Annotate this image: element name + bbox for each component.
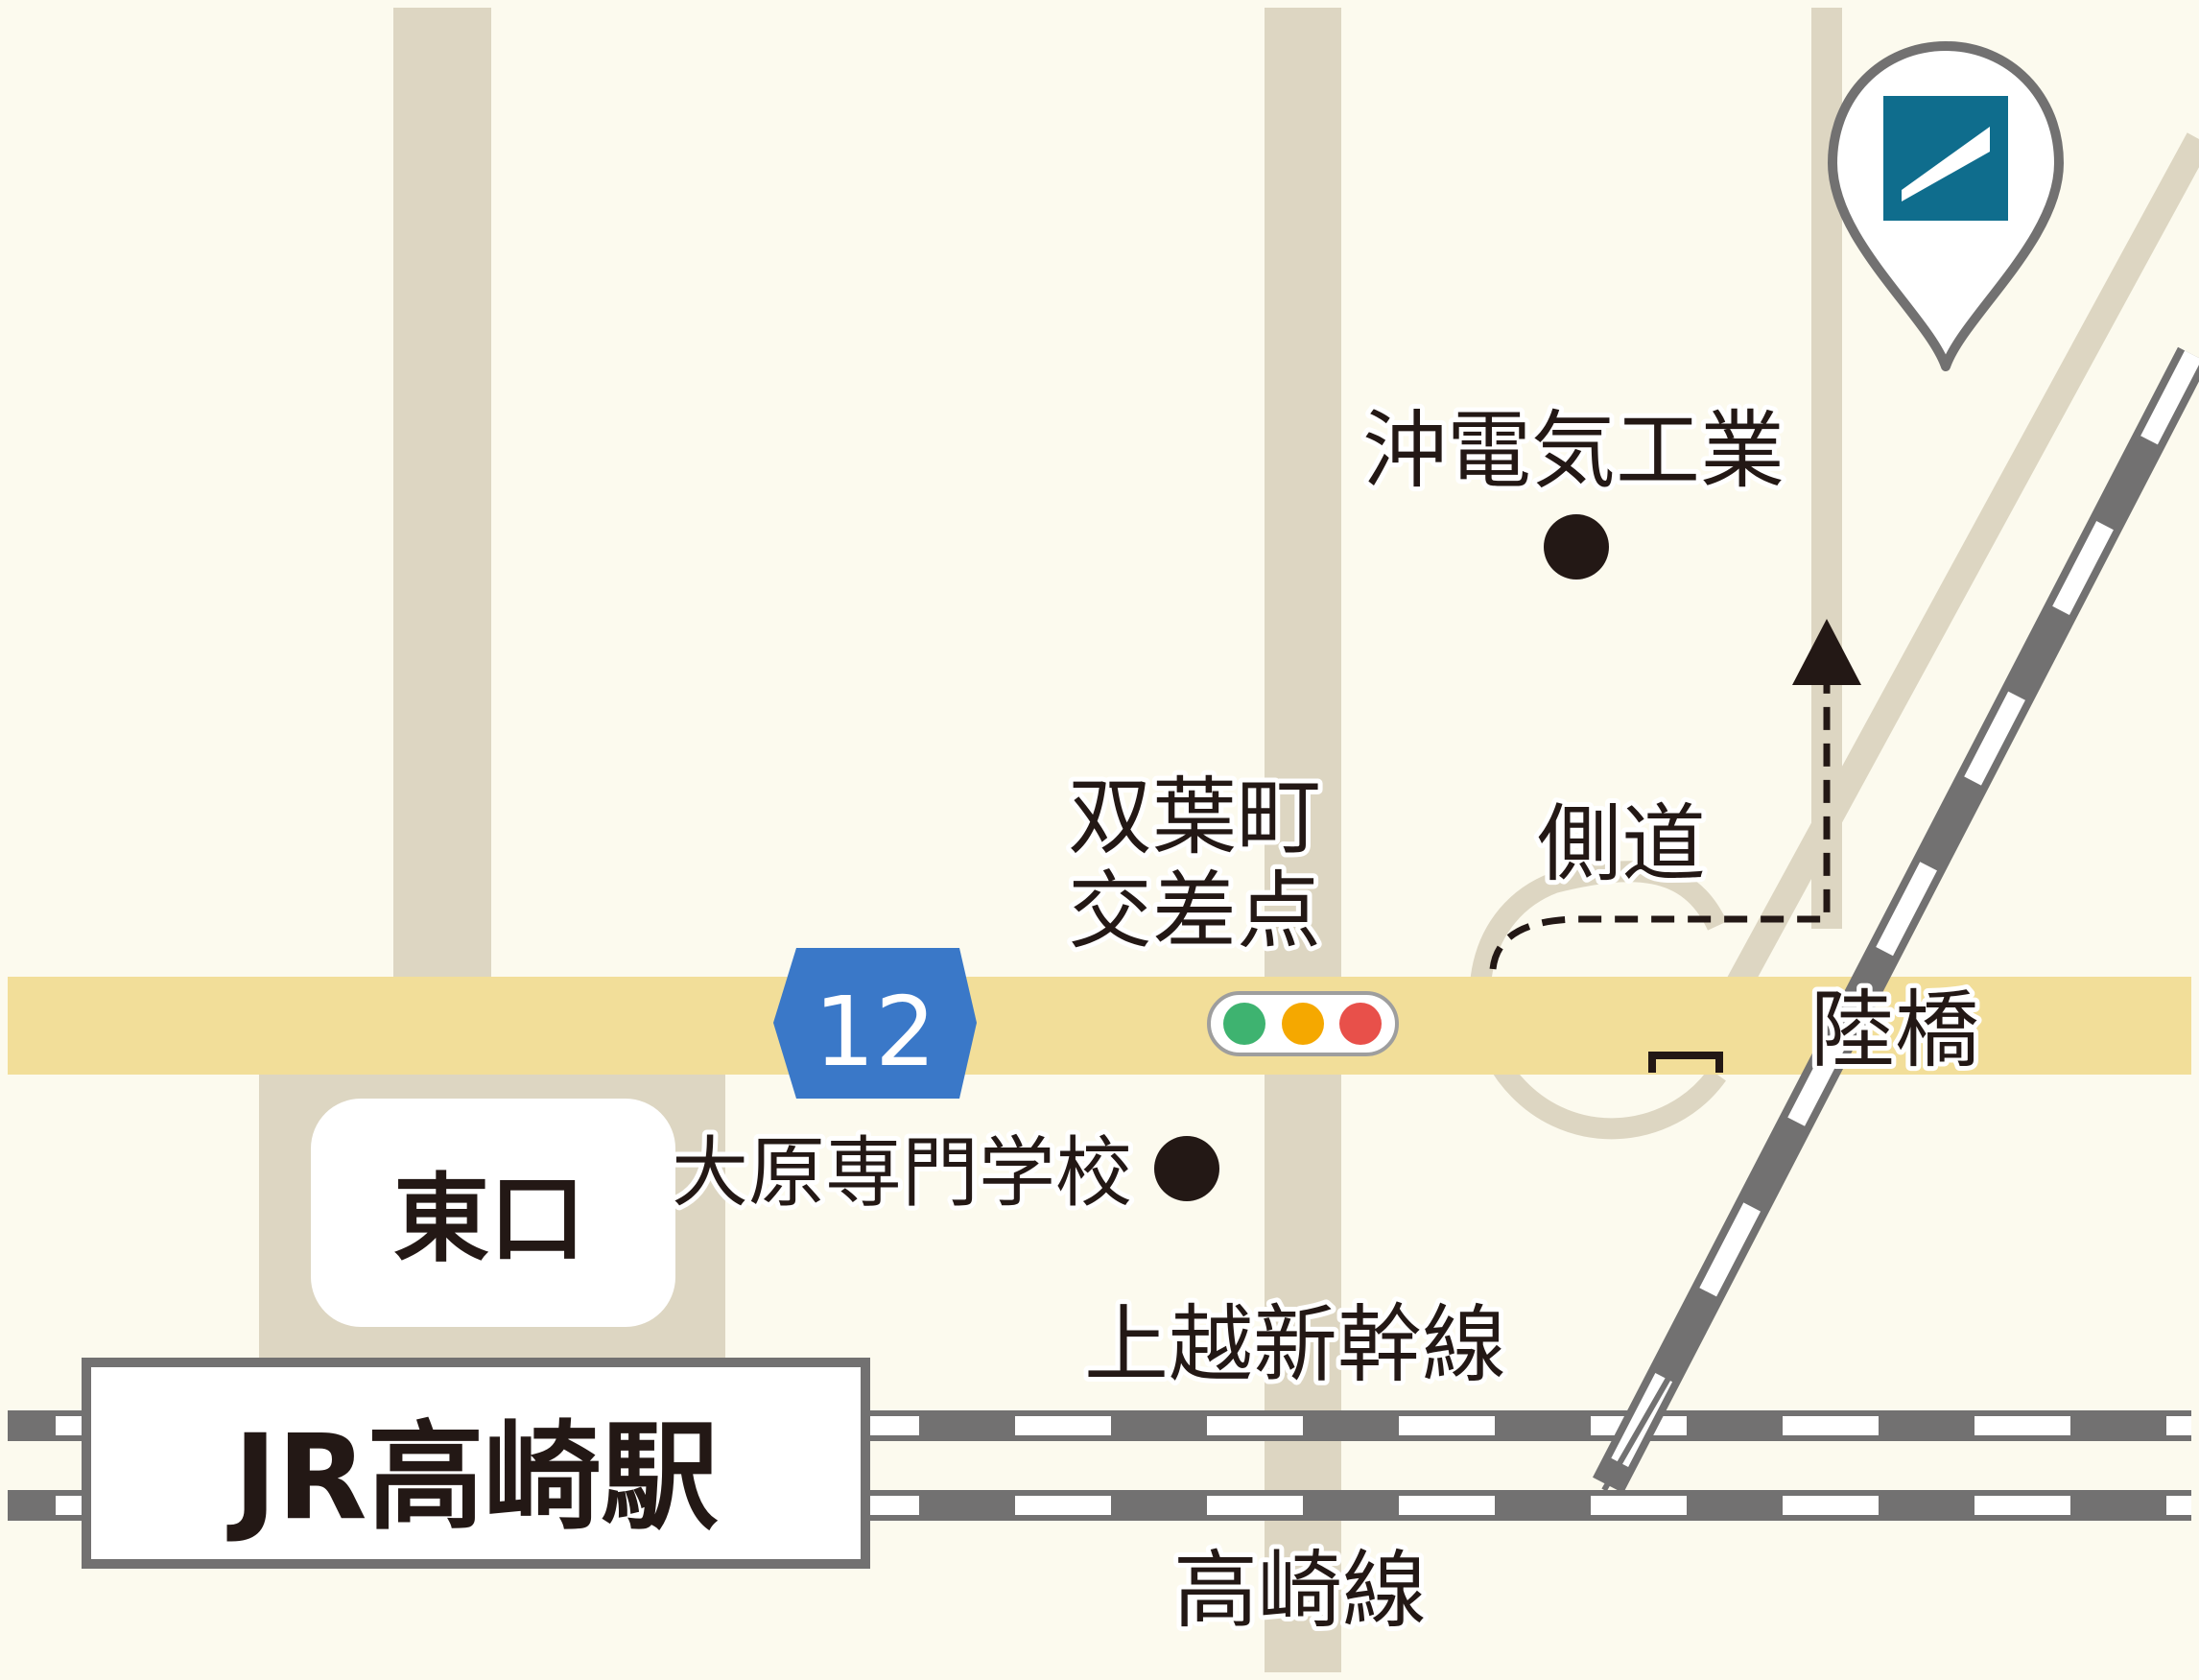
label-takasaki-sen: 高崎線	[1173, 1541, 1427, 1640]
station-box	[82, 1358, 870, 1569]
station-label: JR高崎駅	[226, 1409, 718, 1546]
signal-yellow	[1282, 1003, 1324, 1045]
label-futaba-2: 交差点	[1068, 862, 1321, 960]
minor-roads	[259, 8, 1842, 1672]
label-ohara: 大原専門学校	[672, 1128, 1132, 1218]
railway-diagonal	[1593, 346, 2199, 1494]
label-joetsu: 上越新幹線	[1084, 1295, 1506, 1394]
label-rikkyo: 陸橋	[1810, 981, 1979, 1079]
route-dashed-path	[1489, 676, 1831, 970]
road-west-vertical	[393, 8, 491, 977]
label-futaba-1: 双葉町	[1068, 768, 1321, 866]
traffic-signal-icon	[1207, 991, 1399, 1056]
location-pin-icon	[1828, 41, 2064, 371]
label-sokudo: 側道	[1537, 794, 1706, 893]
signal-green	[1223, 1003, 1265, 1045]
road-center-vertical	[1265, 8, 1341, 1672]
oki-dot-icon	[1544, 514, 1609, 580]
ohara-dot-icon	[1154, 1136, 1219, 1201]
route-shield-icon: 12	[773, 948, 977, 1099]
railway-diagonal-thin	[1601, 1341, 1691, 1492]
east-exit-label: 東口	[393, 1163, 585, 1275]
east-exit-box	[311, 1099, 675, 1327]
label-oki: 沖電気工業	[1362, 401, 1785, 500]
route-number: 12	[814, 976, 935, 1088]
bridge-bracket	[1648, 1052, 1723, 1073]
signal-red	[1339, 1003, 1382, 1045]
route-arrow-icon	[1792, 619, 1861, 685]
road-diagonal	[1724, 132, 2199, 995]
